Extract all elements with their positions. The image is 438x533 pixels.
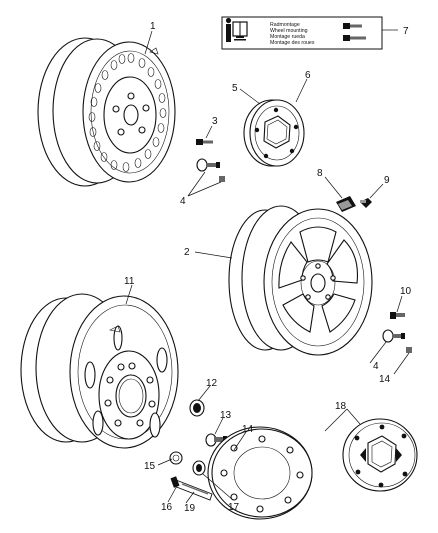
callout-18: 18 (335, 401, 347, 412)
wheel-bolt-10 (390, 312, 405, 319)
callout-16: 16 (161, 502, 173, 513)
info-line-4: Montage des roues (270, 40, 315, 46)
bolt-icon (343, 23, 366, 41)
valve-stem-4 (196, 158, 225, 182)
cap-nut-12 (189, 399, 205, 417)
balance-weight-8 (336, 196, 356, 212)
info-icon (225, 17, 248, 42)
callout-4b: 4 (373, 361, 379, 372)
callout-15: 15 (144, 461, 156, 472)
steel-wheel-1 (37, 37, 176, 187)
clip-9 (360, 198, 372, 208)
callout-10: 10 (400, 286, 412, 297)
wheel-windows (278, 226, 359, 333)
stud-16-19 (170, 476, 213, 501)
info-line-1: Radmontage (270, 22, 300, 28)
callout-3: 3 (212, 116, 218, 127)
info-box: Radmontage Wheel mounting Montage ruedа … (221, 16, 398, 50)
styled-wheel-2 (228, 205, 373, 356)
callout-17: 17 (228, 502, 240, 513)
callout-4a: 4 (180, 196, 186, 207)
info-line-2: Wheel mounting (270, 28, 308, 34)
callout-6: 6 (305, 70, 311, 81)
slots (84, 325, 168, 438)
callout-11: 11 (124, 276, 135, 287)
callout-12: 12 (206, 378, 218, 389)
wheel-disc-18 (207, 426, 313, 520)
callout-5: 5 (232, 83, 238, 94)
leader-lines (125, 30, 410, 504)
lug-nut-17 (192, 460, 206, 476)
callout-2: 2 (184, 247, 190, 258)
valve-stem-4b (382, 329, 412, 353)
callout-8: 8 (317, 168, 323, 179)
info-line-3: Montage ruedа (270, 34, 305, 40)
callout-9: 9 (384, 175, 390, 186)
hub-cap (243, 99, 305, 167)
callout-1: 1 (150, 21, 156, 32)
washer-15 (169, 451, 183, 465)
vent-holes (88, 53, 167, 172)
callout-19: 19 (184, 503, 196, 514)
callout-14b: 14 (379, 374, 391, 385)
callout-7: 7 (403, 26, 409, 37)
callout-14a: 14 (242, 424, 254, 435)
center-cap-18 (342, 418, 418, 492)
callout-13: 13 (220, 410, 232, 421)
dual-wheel-11 (20, 293, 179, 449)
callouts: 1 2 3 4 4 5 6 7 8 9 10 11 12 13 14 14 15… (124, 21, 412, 514)
wheel-bolt-3 (196, 139, 213, 145)
